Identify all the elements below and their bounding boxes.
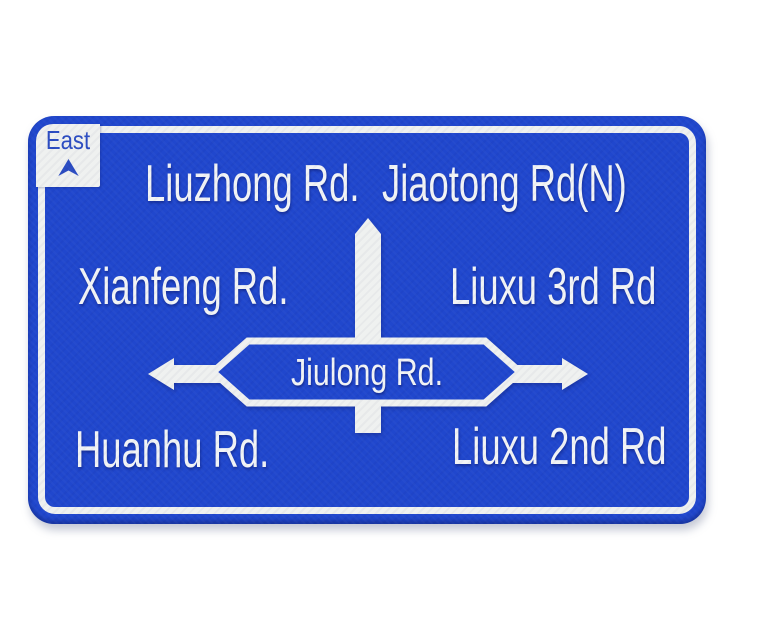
road-label-liuzhong: Liuzhong Rd. <box>145 158 451 210</box>
road-label-liuxu-3rd-text: Liuxu 3rd Rd <box>450 258 657 316</box>
center-road-hexagon <box>207 337 526 407</box>
center-road-label: Jiulong Rd. <box>272 354 462 392</box>
road-label-huanhu: Huanhu Rd. <box>75 424 353 476</box>
road-label-jiaotong: Jiaotong Rd(N) <box>382 158 732 210</box>
road-label-liuxu-2nd-text: Liuxu 2nd Rd <box>452 418 667 476</box>
direction-tab: East <box>36 124 100 187</box>
intersection-diagram <box>148 218 588 433</box>
direction-label-wrap: East <box>42 126 94 155</box>
road-label-jiaotong-text: Jiaotong Rd(N) <box>382 155 627 213</box>
road-label-xianfeng: Xianfeng Rd. <box>78 261 379 313</box>
road-label-huanhu-text: Huanhu Rd. <box>75 421 270 479</box>
road-guide-sign: East Liuzhong Rd. Jiaotong Rd(N) Xianfen… <box>28 116 706 524</box>
road-label-xianfeng-text: Xianfeng Rd. <box>78 258 289 316</box>
center-road-label-text: Jiulong Rd. <box>290 352 444 394</box>
road-label-liuxu-3rd: Liuxu 3rd Rd <box>450 261 745 313</box>
direction-label: East <box>45 125 91 155</box>
road-label-liuzhong-text: Liuzhong Rd. <box>145 155 360 213</box>
arrow-up-icon <box>57 158 79 176</box>
road-label-liuxu-2nd: Liuxu 2nd Rd <box>452 421 758 473</box>
